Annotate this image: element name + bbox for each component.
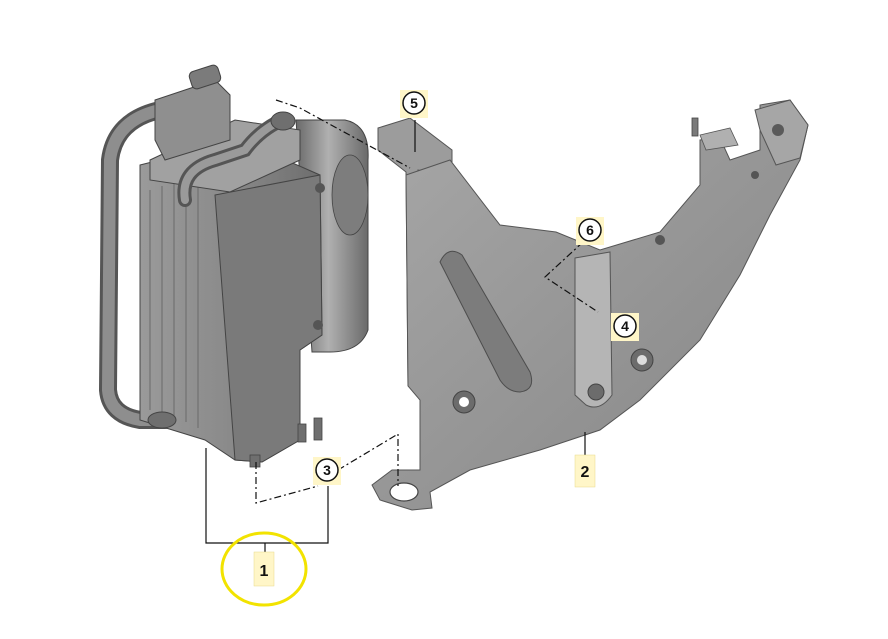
assembly-lines [255,99,599,504]
callout-5-label: 5 [410,95,418,111]
callout-1[interactable]: 1 [220,531,308,607]
highlight-circle [220,531,308,607]
callout-6-label: 6 [586,222,594,238]
callout-3[interactable]: 3 [313,457,341,485]
callout-3-label: 3 [323,462,331,478]
callout-1-label: 1 [260,563,269,580]
callout-5[interactable]: 5 [400,90,428,118]
leader-lines [205,120,586,552]
unit-part [98,64,369,468]
callout-4[interactable]: 4 [611,313,639,341]
callout-6[interactable]: 6 [576,217,604,245]
callout-4-label: 4 [621,318,629,334]
callout-2[interactable]: 2 [574,454,596,488]
callout-2-label: 2 [581,464,590,481]
bracket-part [371,99,809,511]
cooling-ribs [149,178,199,428]
